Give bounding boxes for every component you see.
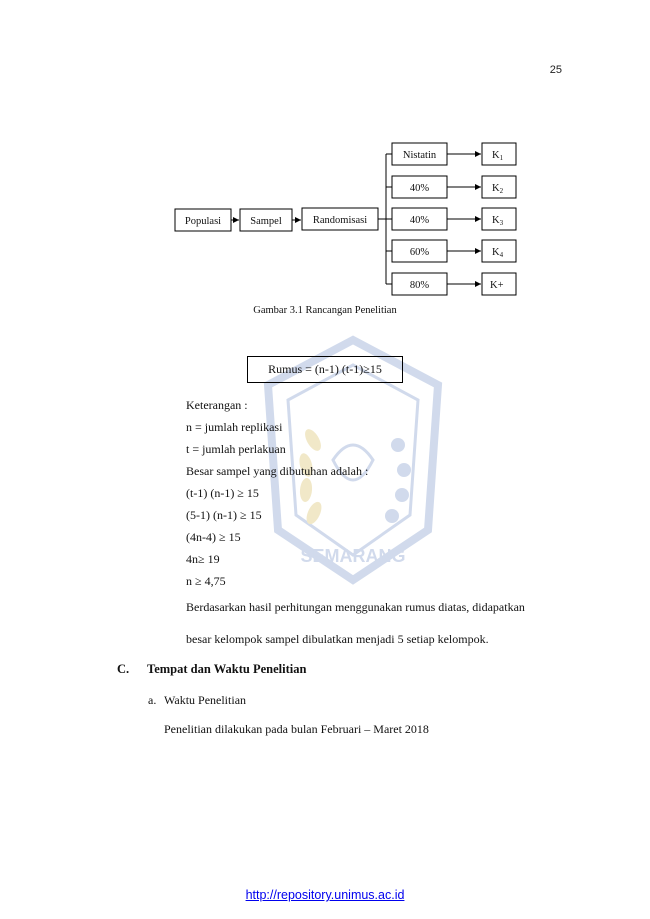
branch-row-5: 80% K+: [386, 272, 517, 296]
body-paragraph: Penelitian dilakukan pada bulan Februari…: [164, 722, 429, 736]
page-number: 25: [549, 64, 562, 76]
branch-row-3: 40% K3: [386, 207, 517, 231]
subsection-heading: a. Waktu Penelitian: [148, 693, 246, 708]
treatment-label: Nistatin: [403, 150, 437, 161]
group-box: [481, 175, 517, 199]
keterangan-line: Besar sampel yang dibutuhan adalah :: [186, 464, 369, 478]
keterangan-line: t = jumlah perlakuan: [186, 442, 286, 456]
conclusion-line-2: besar kelompok sampel dibulatkan menjadi…: [186, 632, 489, 646]
node-populasi-label: Populasi: [185, 216, 221, 227]
subsection-title: Waktu Penelitian: [164, 693, 247, 707]
calculation-line: (5-1) (n-1) ≥ 15: [186, 508, 262, 522]
watermark-text: SEMARANG: [300, 546, 405, 566]
treatment-label: 60%: [410, 247, 430, 258]
formula-box: Rumus = (n-1) (t-1)≥15: [247, 356, 403, 383]
branch-row-4: 60% K4: [386, 239, 517, 263]
section-title: Tempat dan Waktu Penelitian: [147, 662, 307, 676]
wheat-icon: [299, 429, 322, 525]
treatment-label: 40%: [410, 183, 430, 194]
group-label: K2: [492, 183, 504, 195]
calculation-line: (4n-4) ≥ 15: [186, 530, 241, 544]
calculation-line: (t-1) (n-1) ≥ 15: [186, 486, 259, 500]
keterangan-heading: Keterangan :: [186, 398, 248, 412]
research-design-diagram: Populasi Sampel Randomisasi Nistatin K1 …: [174, 142, 517, 296]
section-letter: C.: [117, 662, 130, 676]
node-sampel-label: Sampel: [250, 216, 282, 227]
group-label: K4: [492, 247, 504, 259]
treatment-label: 80%: [410, 280, 430, 291]
treatment-label: 40%: [410, 215, 430, 226]
keterangan-line: n = jumlah replikasi: [186, 420, 283, 434]
cotton-icon: [385, 438, 411, 523]
subsection-letter: a.: [148, 693, 157, 707]
node-randomisasi-label: Randomisasi: [313, 215, 367, 226]
figure-caption: Gambar 3.1 Rancangan Penelitian: [253, 305, 397, 316]
footer: http://repository.unimus.ac.id: [0, 888, 650, 902]
group-label: K+: [490, 280, 504, 291]
branch-row-1: Nistatin K1: [386, 142, 517, 166]
group-box: [481, 239, 517, 263]
group-box: [481, 142, 517, 166]
group-box: [481, 207, 517, 231]
repository-link[interactable]: http://repository.unimus.ac.id: [245, 888, 405, 902]
group-label: K3: [492, 215, 504, 227]
calculation-line: 4n≥ 19: [186, 552, 220, 566]
calculation-line: n ≥ 4,75: [186, 574, 226, 588]
branch-row-2: 40% K2: [386, 175, 517, 199]
conclusion-line-1: Berdasarkan hasil perhitungan menggunaka…: [186, 600, 525, 614]
section-heading: C. Tempat dan Waktu Penelitian: [117, 662, 306, 677]
university-seal-watermark: SEMARANG: [263, 335, 443, 585]
group-label: K1: [492, 150, 504, 162]
group-box: [481, 272, 517, 296]
